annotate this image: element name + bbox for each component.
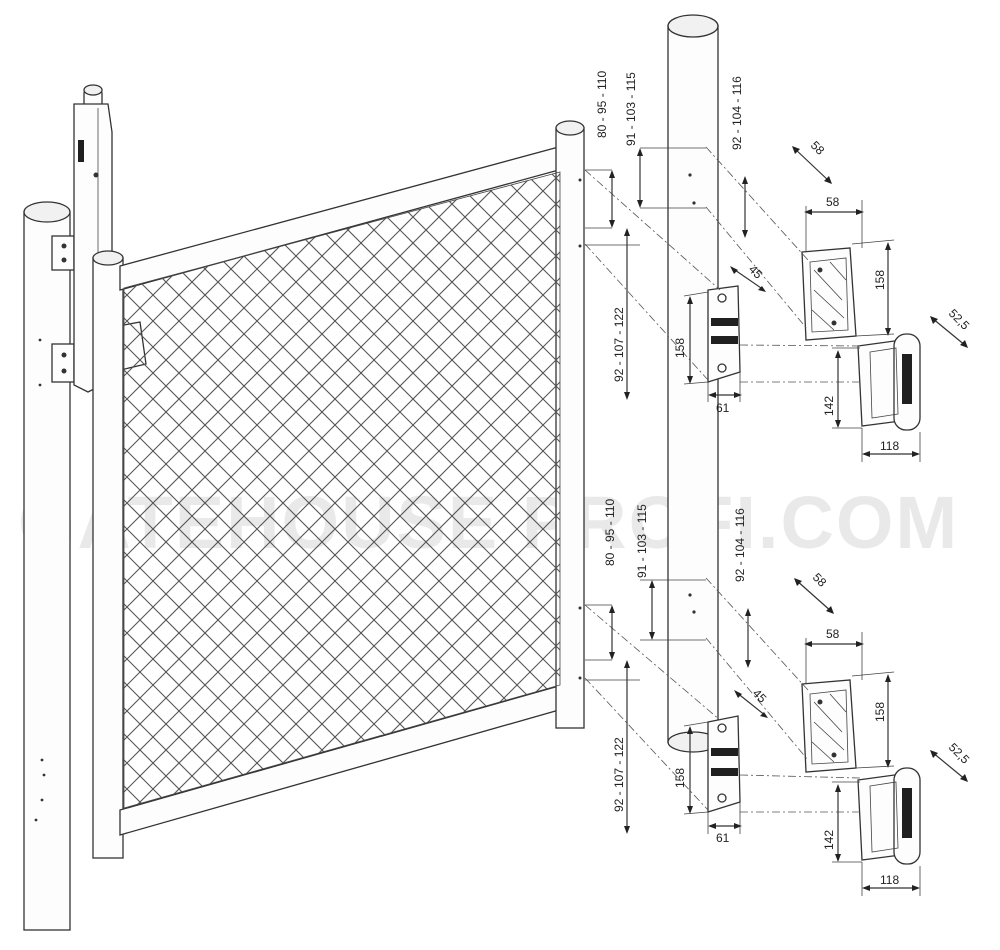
latch-bracket-upper: [51, 235, 75, 271]
gate-plate-lower: [707, 715, 741, 813]
dimension-lines-lower: [609, 578, 968, 896]
lower-gate-pitch-label: 92 - 107 - 122: [612, 737, 626, 812]
upper-hinge-group: [584, 146, 921, 431]
closer-body-upper: [857, 333, 921, 431]
lower-post-spacing-label: 91 - 103 - 115: [635, 504, 649, 578]
lower-closer-depth-label: 52,5: [946, 740, 973, 767]
post-bracket-upper: [801, 247, 857, 341]
upper-closer-depth-label: 52,5: [946, 306, 973, 333]
upper-bracket-height-label: 158: [873, 270, 887, 290]
lower-post-pitch-label: 92 - 104 - 116: [733, 508, 747, 582]
hinge-post: [667, 14, 719, 753]
upper-gate-pitch-label: 92 - 107 - 122: [612, 307, 626, 382]
upper-plate-width-label: 61: [716, 401, 730, 415]
upper-closer-height-label: 142: [822, 396, 836, 416]
lower-plate-width-label: 61: [716, 831, 730, 845]
left-fence-post: [23, 201, 71, 931]
upper-post-pitch-label: 92 - 104 - 116: [730, 76, 744, 150]
latch-bracket-lower: [51, 343, 75, 383]
lower-plate-offset-label: 45: [750, 686, 770, 706]
closer-body-lower: [857, 767, 921, 865]
lower-bracket-depth-a-label: 58: [810, 570, 830, 590]
upper-plate-height-label: 158: [673, 338, 687, 358]
upper-gate-spacing-label: 80 - 95 - 110: [595, 71, 609, 138]
upper-post-spacing-label: 91 - 103 - 115: [624, 72, 638, 146]
lower-plate-height-label: 158: [673, 768, 687, 788]
lower-bracket-depth-b-label: 58: [826, 627, 840, 641]
upper-bracket-depth-b-label: 58: [826, 195, 840, 209]
post-bracket-lower: [801, 679, 857, 773]
dimension-lines-upper: [609, 146, 968, 462]
upper-closer-width-label: 118: [880, 439, 899, 453]
gate-plate-upper: [707, 285, 741, 383]
lower-gate-spacing-label: 80 - 95 - 110: [603, 499, 617, 566]
lower-closer-height-label: 142: [822, 830, 836, 850]
lower-hinge-group: [584, 577, 921, 865]
upper-bracket-depth-a-label: 58: [808, 138, 828, 158]
gate-leaf: [92, 120, 585, 859]
lower-bracket-height-label: 158: [873, 702, 887, 722]
lower-closer-width-label: 118: [880, 873, 899, 887]
